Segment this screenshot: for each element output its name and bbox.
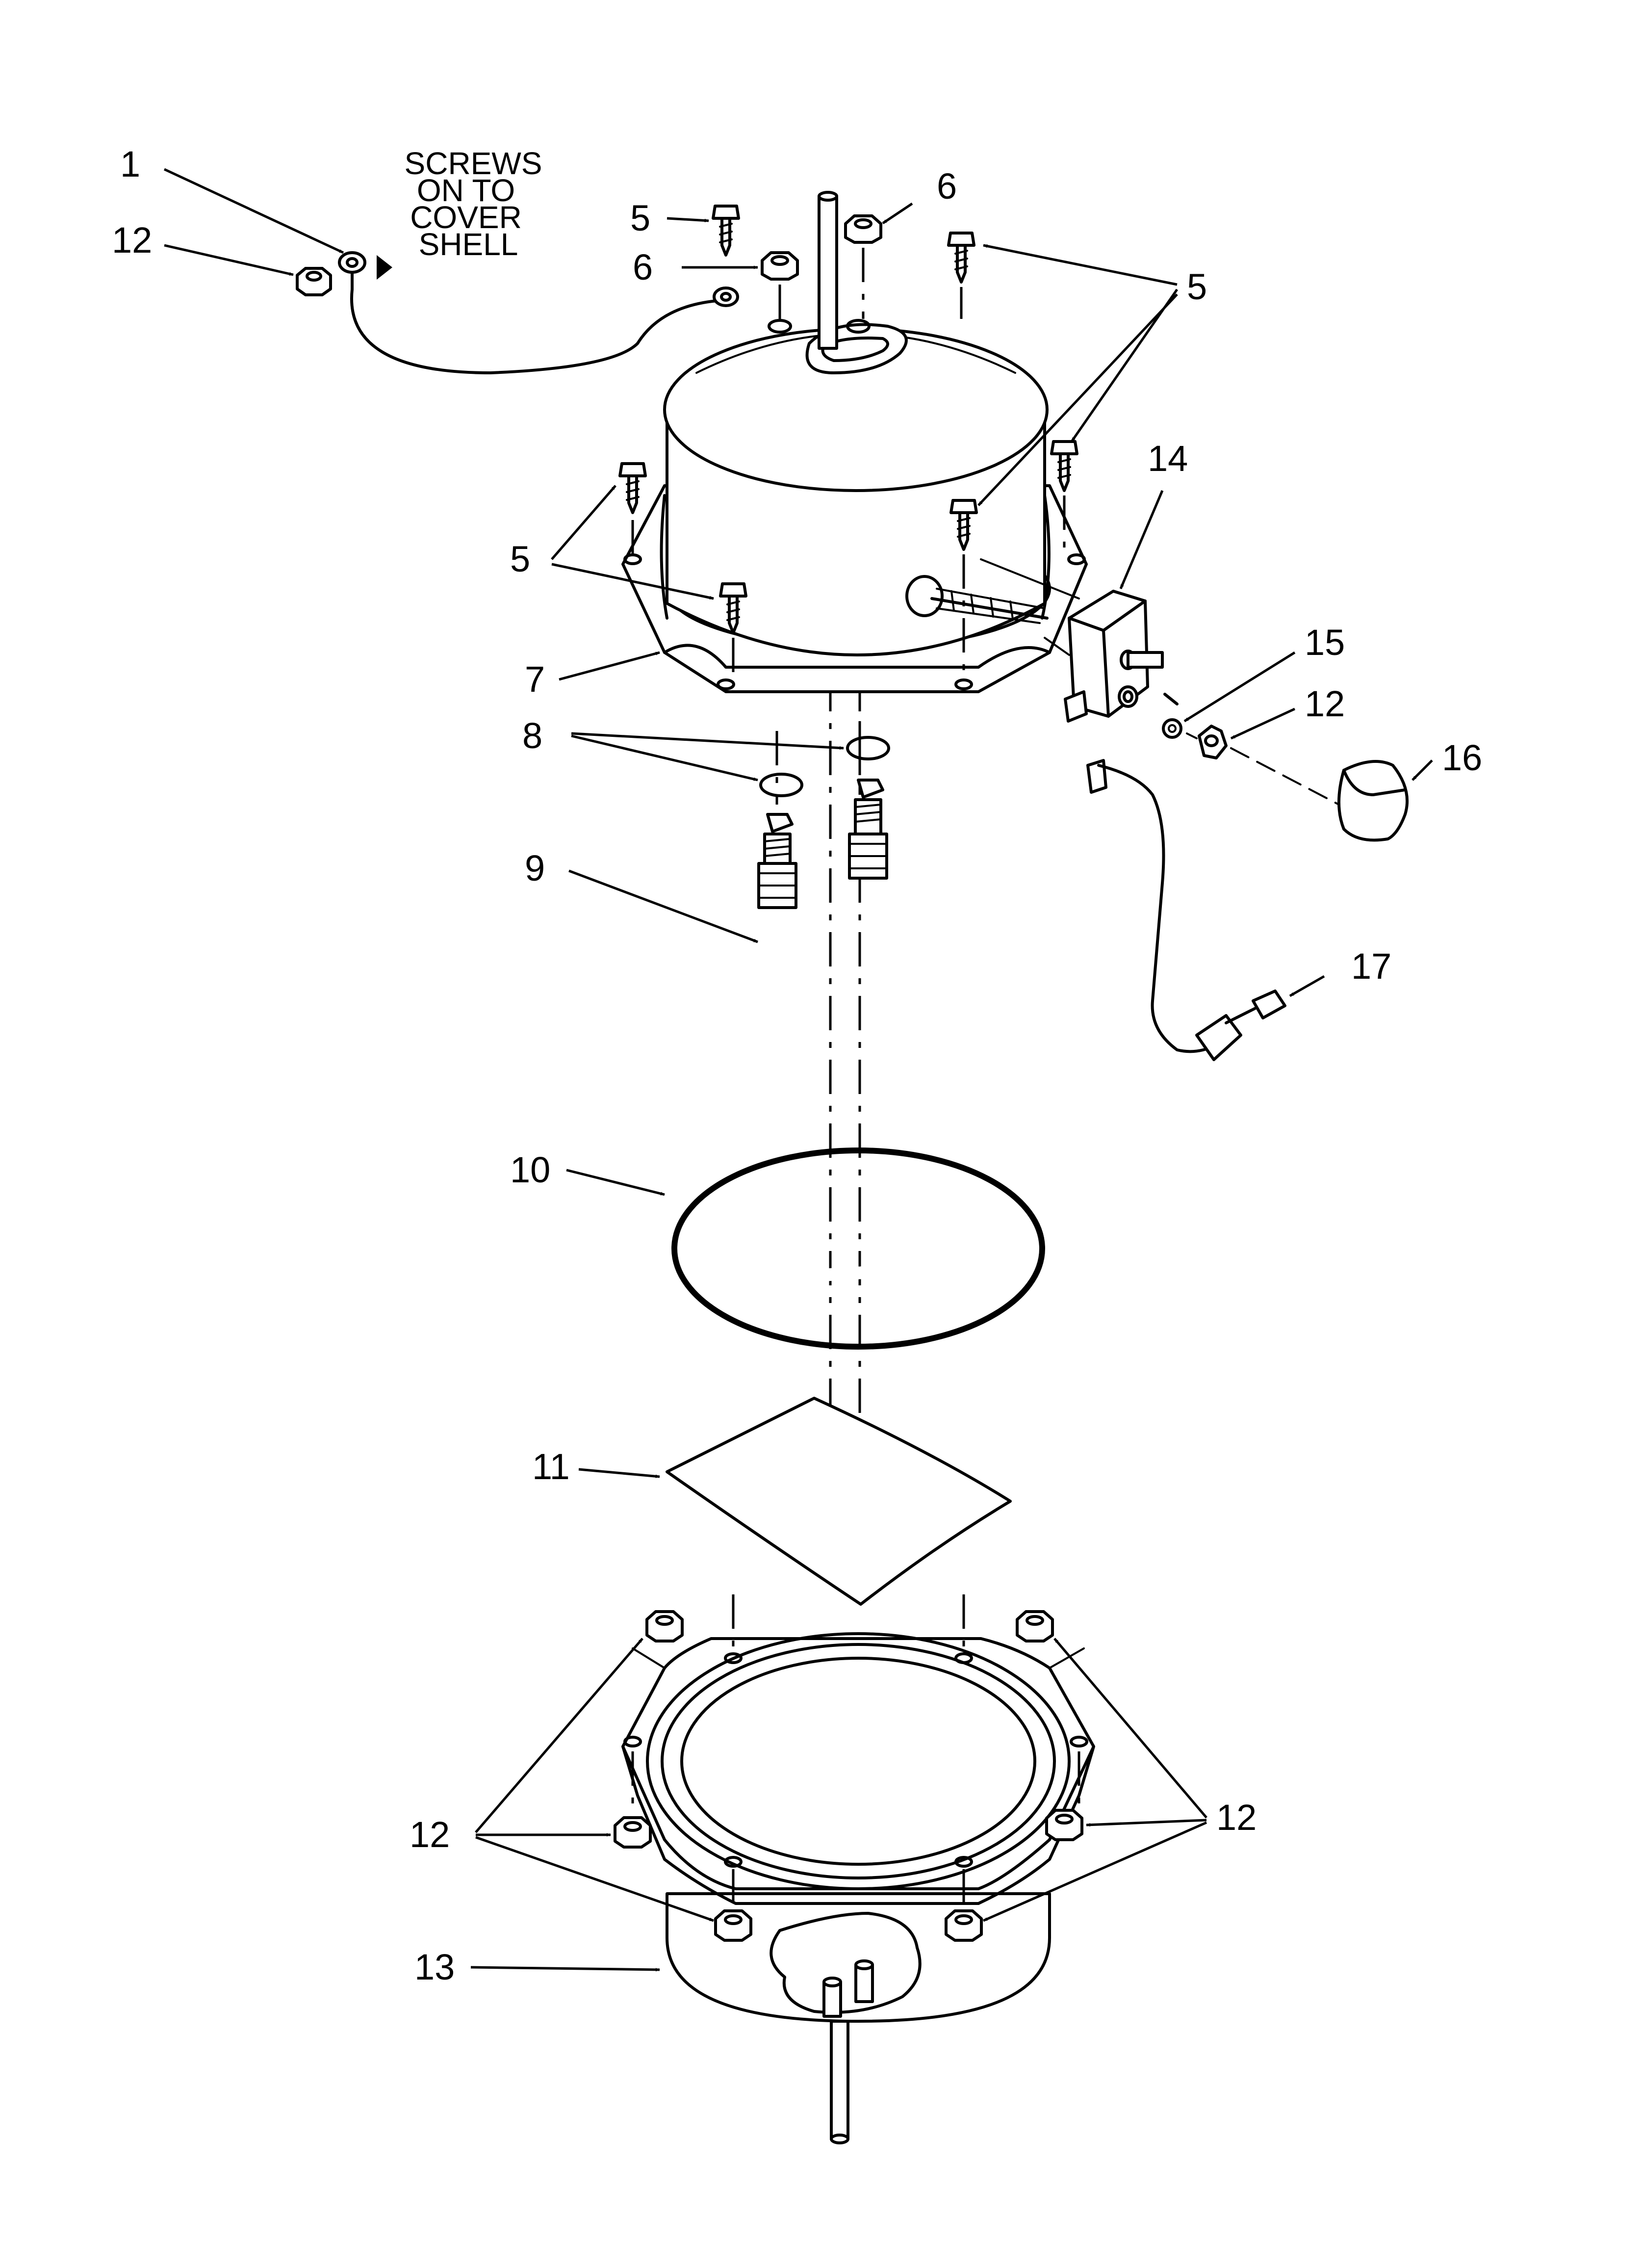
note-line-4: SHELL	[419, 227, 518, 262]
callout-12-thermostat: 12	[1305, 683, 1345, 724]
tank-base	[621, 1632, 1095, 2144]
knob	[1337, 760, 1409, 842]
callout-1: 1	[120, 144, 140, 184]
thermostat-nut	[1198, 725, 1228, 759]
callout-15: 15	[1305, 622, 1345, 663]
callout-labels: 1 12 5 6 6 5 5 7 8 9 10 11 12 12 13 14 1…	[112, 144, 1482, 1987]
callout-7: 7	[525, 659, 545, 700]
callout-14: 14	[1148, 438, 1188, 479]
leaders	[163, 168, 1433, 1972]
cover-shell	[621, 191, 1088, 693]
callout-10: 10	[510, 1149, 550, 1190]
callout-6-left: 6	[633, 247, 653, 287]
callout-11: 11	[532, 1446, 570, 1487]
screws-note: SCREWS ON TO COVER SHELL	[405, 146, 542, 262]
callout-5-left: 5	[510, 539, 530, 579]
callout-12-ground: 12	[112, 220, 152, 261]
callout-8: 8	[522, 715, 542, 756]
base-nuts	[614, 1594, 1083, 1942]
center-axis	[775, 677, 861, 1501]
callout-6-right: 6	[937, 166, 957, 207]
callout-12-base-left: 12	[410, 1814, 450, 1855]
callout-16: 16	[1442, 737, 1482, 778]
callout-17: 17	[1351, 946, 1391, 987]
callout-13: 13	[414, 1947, 455, 1987]
thermostat	[1064, 590, 1286, 1061]
heating-element	[756, 779, 1042, 1282]
callout-9: 9	[525, 848, 545, 888]
callout-12-base-right: 12	[1216, 1797, 1257, 1838]
note-line-2: ON TO	[417, 173, 515, 208]
callout-5-right: 5	[1187, 266, 1207, 307]
insulation-pad	[666, 1397, 1012, 1606]
o-rings	[759, 736, 890, 797]
note-line-1: SCREWS	[405, 146, 542, 181]
ground-wire	[296, 251, 739, 374]
star-washer	[1162, 718, 1182, 739]
screw-group	[618, 205, 1078, 679]
note-line-3: COVER	[410, 200, 522, 235]
callout-5-top: 5	[630, 198, 650, 238]
nut-group-top	[761, 214, 882, 319]
gasket-ring	[671, 1147, 1045, 1350]
